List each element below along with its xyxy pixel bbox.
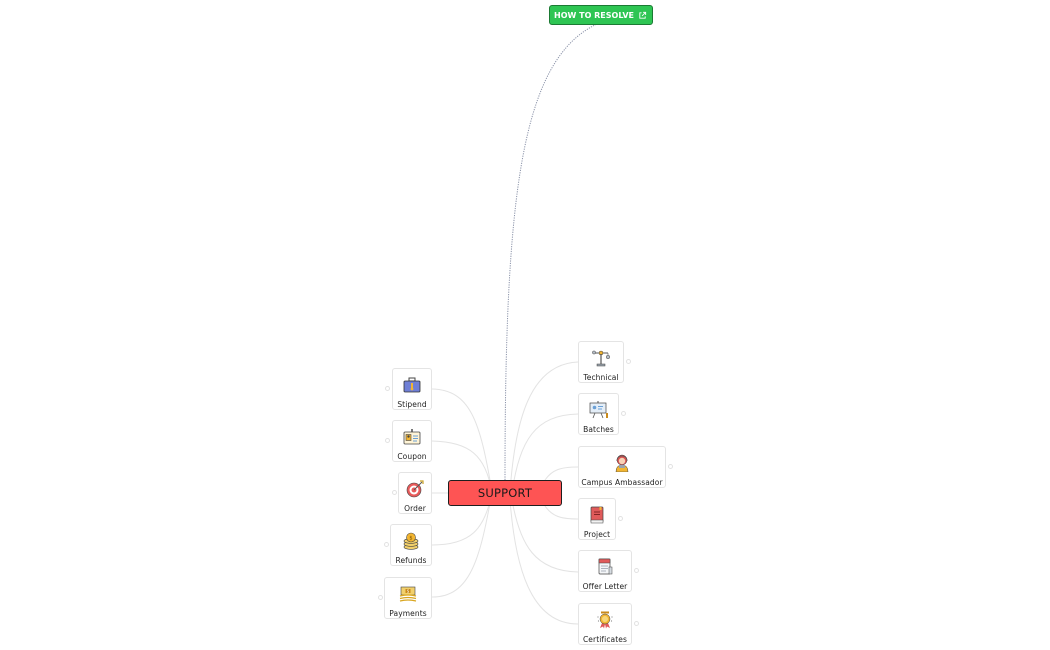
how-to-resolve-label: HOW TO RESOLVE xyxy=(554,10,634,20)
node-refunds[interactable]: $ Refunds xyxy=(390,524,432,566)
node-offer-letter[interactable]: Offer Letter xyxy=(578,550,632,592)
how-to-resolve-node[interactable]: HOW TO RESOLVE xyxy=(549,5,653,25)
balance-scale-icon xyxy=(590,347,612,368)
node-label: Project xyxy=(583,530,611,539)
book-icon xyxy=(586,504,608,525)
target-icon xyxy=(404,478,426,499)
collapse-toggle[interactable] xyxy=(634,621,639,626)
cash-icon: $ xyxy=(397,583,419,604)
collapse-toggle[interactable] xyxy=(385,438,390,443)
collapse-toggle[interactable] xyxy=(626,359,631,364)
node-label: Campus Ambassador xyxy=(581,478,663,487)
node-batches[interactable]: Batches xyxy=(578,393,619,435)
node-label: Payments xyxy=(389,609,427,618)
node-label: Certificates xyxy=(582,635,628,644)
svg-text:$: $ xyxy=(409,535,412,541)
node-order[interactable]: Order xyxy=(398,472,432,514)
coin-stack-icon: $ xyxy=(400,530,422,551)
node-stipend[interactable]: Stipend xyxy=(392,368,432,410)
node-label: Stipend xyxy=(397,400,427,409)
id-badge-icon xyxy=(401,426,423,447)
document-icon xyxy=(594,556,616,577)
collapse-toggle[interactable] xyxy=(668,464,673,469)
node-project[interactable]: Project xyxy=(578,498,616,540)
collapse-toggle[interactable] xyxy=(392,490,397,495)
node-technical[interactable]: Technical xyxy=(578,341,624,383)
node-campus-ambassador[interactable]: Campus Ambassador xyxy=(578,446,666,488)
briefcase-icon xyxy=(401,374,423,395)
presentation-board-icon xyxy=(588,399,610,420)
node-label: Order xyxy=(404,504,426,513)
node-coupon[interactable]: Coupon xyxy=(392,420,432,462)
node-label: Batches xyxy=(583,425,614,434)
svg-text:$: $ xyxy=(407,588,410,593)
person-headset-icon xyxy=(611,452,633,473)
collapse-toggle[interactable] xyxy=(385,386,390,391)
node-label: Refunds xyxy=(395,556,427,565)
collapse-toggle[interactable] xyxy=(384,542,389,547)
award-medal-icon xyxy=(594,609,616,630)
collapse-toggle[interactable] xyxy=(621,411,626,416)
node-payments[interactable]: $ Payments xyxy=(384,577,432,619)
node-label: Technical xyxy=(583,373,619,382)
node-label: Offer Letter xyxy=(582,582,628,591)
collapse-toggle[interactable] xyxy=(634,568,639,573)
collapse-toggle[interactable] xyxy=(618,516,623,521)
root-label: SUPPORT xyxy=(477,486,533,500)
node-certificates[interactable]: Certificates xyxy=(578,603,632,645)
node-label: Coupon xyxy=(397,452,427,461)
collapse-toggle[interactable] xyxy=(378,595,383,600)
root-node-support[interactable]: SUPPORT xyxy=(448,480,562,506)
external-link-icon[interactable] xyxy=(638,11,647,20)
